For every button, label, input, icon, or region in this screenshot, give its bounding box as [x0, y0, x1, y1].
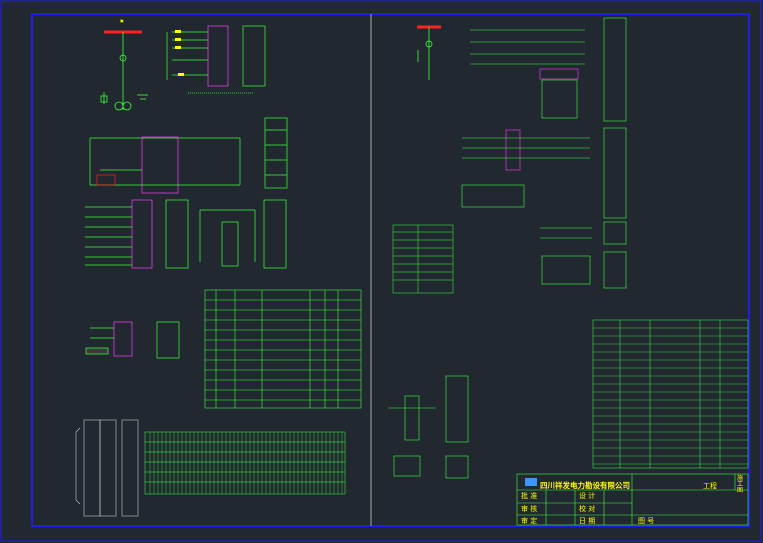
title-row-2-b: 校 对 [579, 505, 596, 513]
company-name: 四川祥发电力勘设有限公司 [540, 481, 630, 490]
right-legend-table [392, 224, 454, 294]
company-logo [525, 478, 537, 486]
right-control-circuit [461, 129, 592, 285]
cable-bundle [75, 419, 139, 517]
switch-bank [85, 199, 287, 269]
control-circuit [89, 117, 288, 194]
title-row-1-b: 设 计 [579, 492, 596, 500]
terminal-strip-bottom [144, 431, 346, 495]
right-equipment-table [592, 319, 749, 469]
svg-text:▣: ▣ [120, 18, 124, 23]
project-label: 工程 [703, 482, 717, 490]
title-row-1-a: 批 准 [521, 492, 538, 500]
construction-stamp: 施工图 [737, 475, 744, 494]
title-row-3-a: 审 定 [521, 517, 538, 525]
right-terminal-array [470, 17, 627, 289]
terminal-strip-bottom-ticks [149, 432, 343, 494]
right-equipment-table-rows [593, 327, 748, 465]
title-row-2-a: 审 核 [521, 505, 538, 513]
primary-one-line-diagram [100, 30, 148, 111]
drawing-frame [31, 13, 750, 527]
title-row-3-b: 日 期 [579, 517, 596, 525]
terminal-block-top [166, 25, 266, 94]
drawing-number-label: 图 号 [638, 517, 655, 525]
title-block [516, 473, 749, 526]
equipment-table-left [204, 289, 362, 409]
auxiliary-module [85, 321, 180, 359]
right-lower-module [388, 375, 469, 479]
right-primary-diagram [417, 25, 441, 80]
